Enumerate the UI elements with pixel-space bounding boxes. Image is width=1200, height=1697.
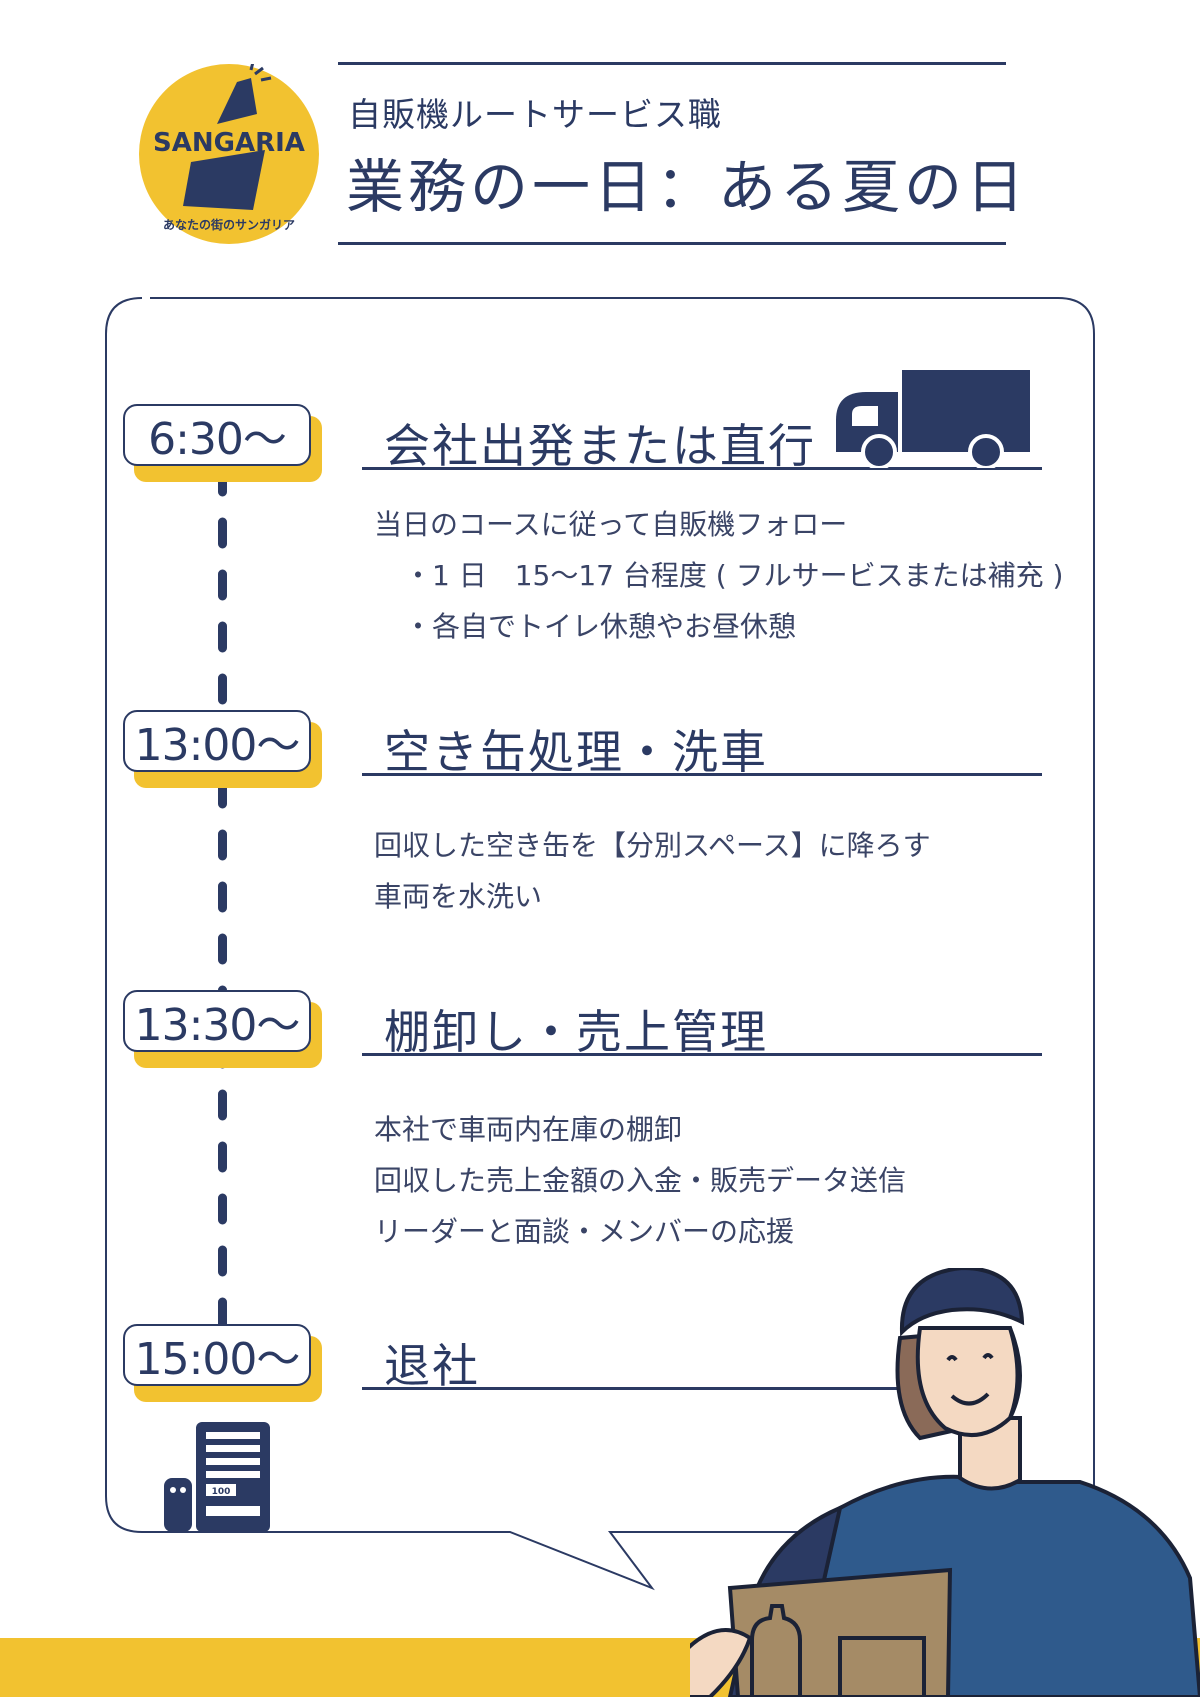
step-rule	[362, 1053, 1042, 1056]
step-details-departure: 当日のコースに従って自販機フォロー ・1 日 15〜17 台程度 ( フルサービ…	[374, 499, 1063, 652]
page-subtitle: 自販機ルートサービス職	[348, 88, 722, 136]
time-badge-1330: 13:30〜	[123, 990, 311, 1052]
time-badge-0630: 6:30〜	[123, 404, 311, 466]
step-line: 本社で車両内在庫の棚卸	[374, 1104, 906, 1155]
step-line: 回収した売上金額の入金・販売データ送信	[374, 1155, 906, 1206]
sangaria-logo: SANGARIA あなたの街のサンガリア	[139, 64, 319, 244]
time-badge-1500: 15:00〜	[123, 1324, 311, 1386]
step-line: ・1 日 15〜17 台程度 ( フルサービスまたは補充 )	[374, 550, 1063, 601]
step-rule	[362, 773, 1042, 776]
step-details-cans-carwash: 回収した空き缶を【分別スペース】に降ろす 車両を水洗い	[374, 820, 931, 922]
step-line: 当日のコースに従って自販機フォロー	[374, 499, 1063, 550]
logo-brand-text: SANGARIA	[153, 128, 305, 158]
header-bottom-rule	[338, 242, 1006, 245]
step-details-inventory-sales: 本社で車両内在庫の棚卸 回収した売上金額の入金・販売データ送信 リーダーと面談・…	[374, 1104, 906, 1257]
step-line: 回収した空き缶を【分別スペース】に降ろす	[374, 820, 931, 871]
vending-machine-icon: 100	[160, 1420, 276, 1532]
delivery-worker-illustration	[690, 1268, 1200, 1697]
step-line: ・各自でトイレ休憩やお昼休憩	[374, 601, 1063, 652]
step-line: リーダーと面談・メンバーの応援	[374, 1206, 906, 1257]
page-title: 業務の一日：ある夏の日	[346, 140, 1028, 224]
header-top-rule	[338, 62, 1006, 65]
step-line: 車両を水洗い	[374, 871, 931, 922]
timeline-dashed-line	[218, 470, 227, 1330]
vending-price-label: 100	[212, 1487, 231, 1497]
truck-icon	[836, 368, 1032, 468]
logo-tagline-text: あなたの街のサンガリア	[163, 217, 295, 232]
time-badge-1300: 13:00〜	[123, 710, 311, 772]
